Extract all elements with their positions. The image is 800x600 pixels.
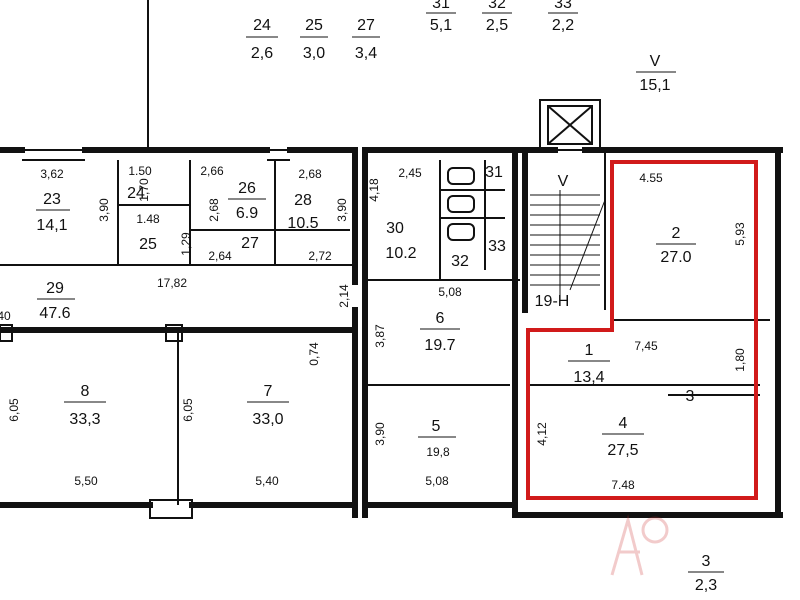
dimension: 2,64 xyxy=(208,249,232,263)
room-number: V xyxy=(650,53,661,70)
room-number: 32 xyxy=(451,253,469,270)
right-block-walls xyxy=(512,147,783,518)
dimension: 5,93 xyxy=(733,222,747,246)
room-number: 25 xyxy=(139,236,157,253)
dimension: 1,80 xyxy=(733,348,747,372)
room-labels: 24 2,6 25 3,0 27 3,4 31 5,1 32 2,5 33 2,… xyxy=(36,0,724,594)
room-number: V xyxy=(558,173,569,190)
room-number: 6 xyxy=(436,310,445,327)
dimension: 3,62 xyxy=(40,167,64,181)
room-number: 23 xyxy=(43,191,61,208)
dimension: 2,45 xyxy=(398,166,422,180)
room-area: 33,3 xyxy=(69,411,100,428)
room-number: 29 xyxy=(46,280,64,297)
dimension: 2,14 xyxy=(337,284,351,308)
dimension: 7.48 xyxy=(611,478,635,492)
dimension: 4,18 xyxy=(367,178,381,202)
room-area: 2,2 xyxy=(552,17,574,34)
dimension: 17,82 xyxy=(157,276,187,290)
room-area: 3,0 xyxy=(303,45,325,62)
dimension: 1,29 xyxy=(179,232,193,256)
dimension: 2,72 xyxy=(308,249,332,263)
dimension: 3,90 xyxy=(335,198,349,222)
dimension: 6,05 xyxy=(7,398,21,422)
room-number: 27 xyxy=(241,235,259,252)
dimension: 5,08 xyxy=(425,474,449,488)
dimension: 40 xyxy=(0,309,11,323)
room-number: 7 xyxy=(264,383,273,400)
room-number: 25 xyxy=(305,17,323,34)
middle-block-walls xyxy=(362,147,608,518)
stairs xyxy=(530,190,606,300)
dimension: 2,66 xyxy=(200,164,224,178)
room-number: 26 xyxy=(238,180,256,197)
room-number: 4 xyxy=(619,415,628,432)
toilet-icon xyxy=(447,223,475,241)
room-area: 19,8 xyxy=(426,445,450,459)
elevator-shaft xyxy=(539,99,601,151)
room-number: 5 xyxy=(432,418,441,435)
room-area: 5,1 xyxy=(430,17,452,34)
room-number: 27 xyxy=(357,17,375,34)
room-area: 27.0 xyxy=(660,249,691,266)
left-block-walls xyxy=(0,147,358,519)
dimension: 6,05 xyxy=(181,398,195,422)
room-number: 33 xyxy=(488,238,506,255)
room-area: 13,4 xyxy=(573,369,604,386)
room-area: 15,1 xyxy=(639,77,670,94)
dimension: 0,74 xyxy=(307,342,321,366)
room-number: 24 xyxy=(127,185,145,202)
highlighted-unit-outline xyxy=(526,160,758,500)
dimension: 1,70 xyxy=(137,178,151,202)
dimension: 5,40 xyxy=(255,474,279,488)
bathroom-fixtures xyxy=(440,160,505,270)
toilet-icon xyxy=(447,167,475,185)
room-area: 27,5 xyxy=(607,442,638,459)
dimension: 7,45 xyxy=(634,339,658,353)
dimension: 3,90 xyxy=(97,198,111,222)
dimension: 5,50 xyxy=(74,474,98,488)
room-number: 2 xyxy=(672,225,681,242)
dimension: 1.48 xyxy=(136,212,160,226)
room-area: 14,1 xyxy=(36,217,67,234)
dimension: 2,68 xyxy=(298,167,322,181)
room-number: 1 xyxy=(585,342,594,359)
dimension: 4.55 xyxy=(639,171,663,185)
room-number: 31 xyxy=(485,164,503,181)
room-area: 10.2 xyxy=(385,245,416,262)
dimension: 4,12 xyxy=(535,422,549,446)
room-number: 3 xyxy=(702,553,711,570)
room-number: 31 xyxy=(432,0,450,12)
dimension: 1.50 xyxy=(128,164,152,178)
room-area: 2,5 xyxy=(486,17,508,34)
dimension: 2,68 xyxy=(207,198,221,222)
room-number: 32 xyxy=(488,0,506,12)
room-number: 19-H xyxy=(535,293,570,310)
room-number: 3 xyxy=(686,388,695,405)
room-number: 33 xyxy=(554,0,572,12)
room-area: 3,4 xyxy=(355,45,377,62)
room-area: 10.5 xyxy=(287,215,318,232)
room-area: 2,6 xyxy=(251,45,273,62)
room-number: 28 xyxy=(294,192,312,209)
room-area: 19.7 xyxy=(424,337,455,354)
room-area: 33,0 xyxy=(252,411,283,428)
dimension: 3,87 xyxy=(373,324,387,348)
room-number: 24 xyxy=(253,17,271,34)
room-area: 47.6 xyxy=(39,305,70,322)
room-number: 8 xyxy=(81,383,90,400)
dimension-labels: 3,62 1.50 2,66 2,68 1,70 3,90 1.48 2,68 … xyxy=(0,164,747,492)
toilet-icon xyxy=(447,195,475,213)
dimension: 5,08 xyxy=(438,285,462,299)
room-area: 2,3 xyxy=(695,577,717,594)
room-number: 30 xyxy=(386,220,404,237)
room-area: 6.9 xyxy=(236,205,258,222)
a-logo-icon xyxy=(610,514,669,576)
dimension: 3,90 xyxy=(373,422,387,446)
